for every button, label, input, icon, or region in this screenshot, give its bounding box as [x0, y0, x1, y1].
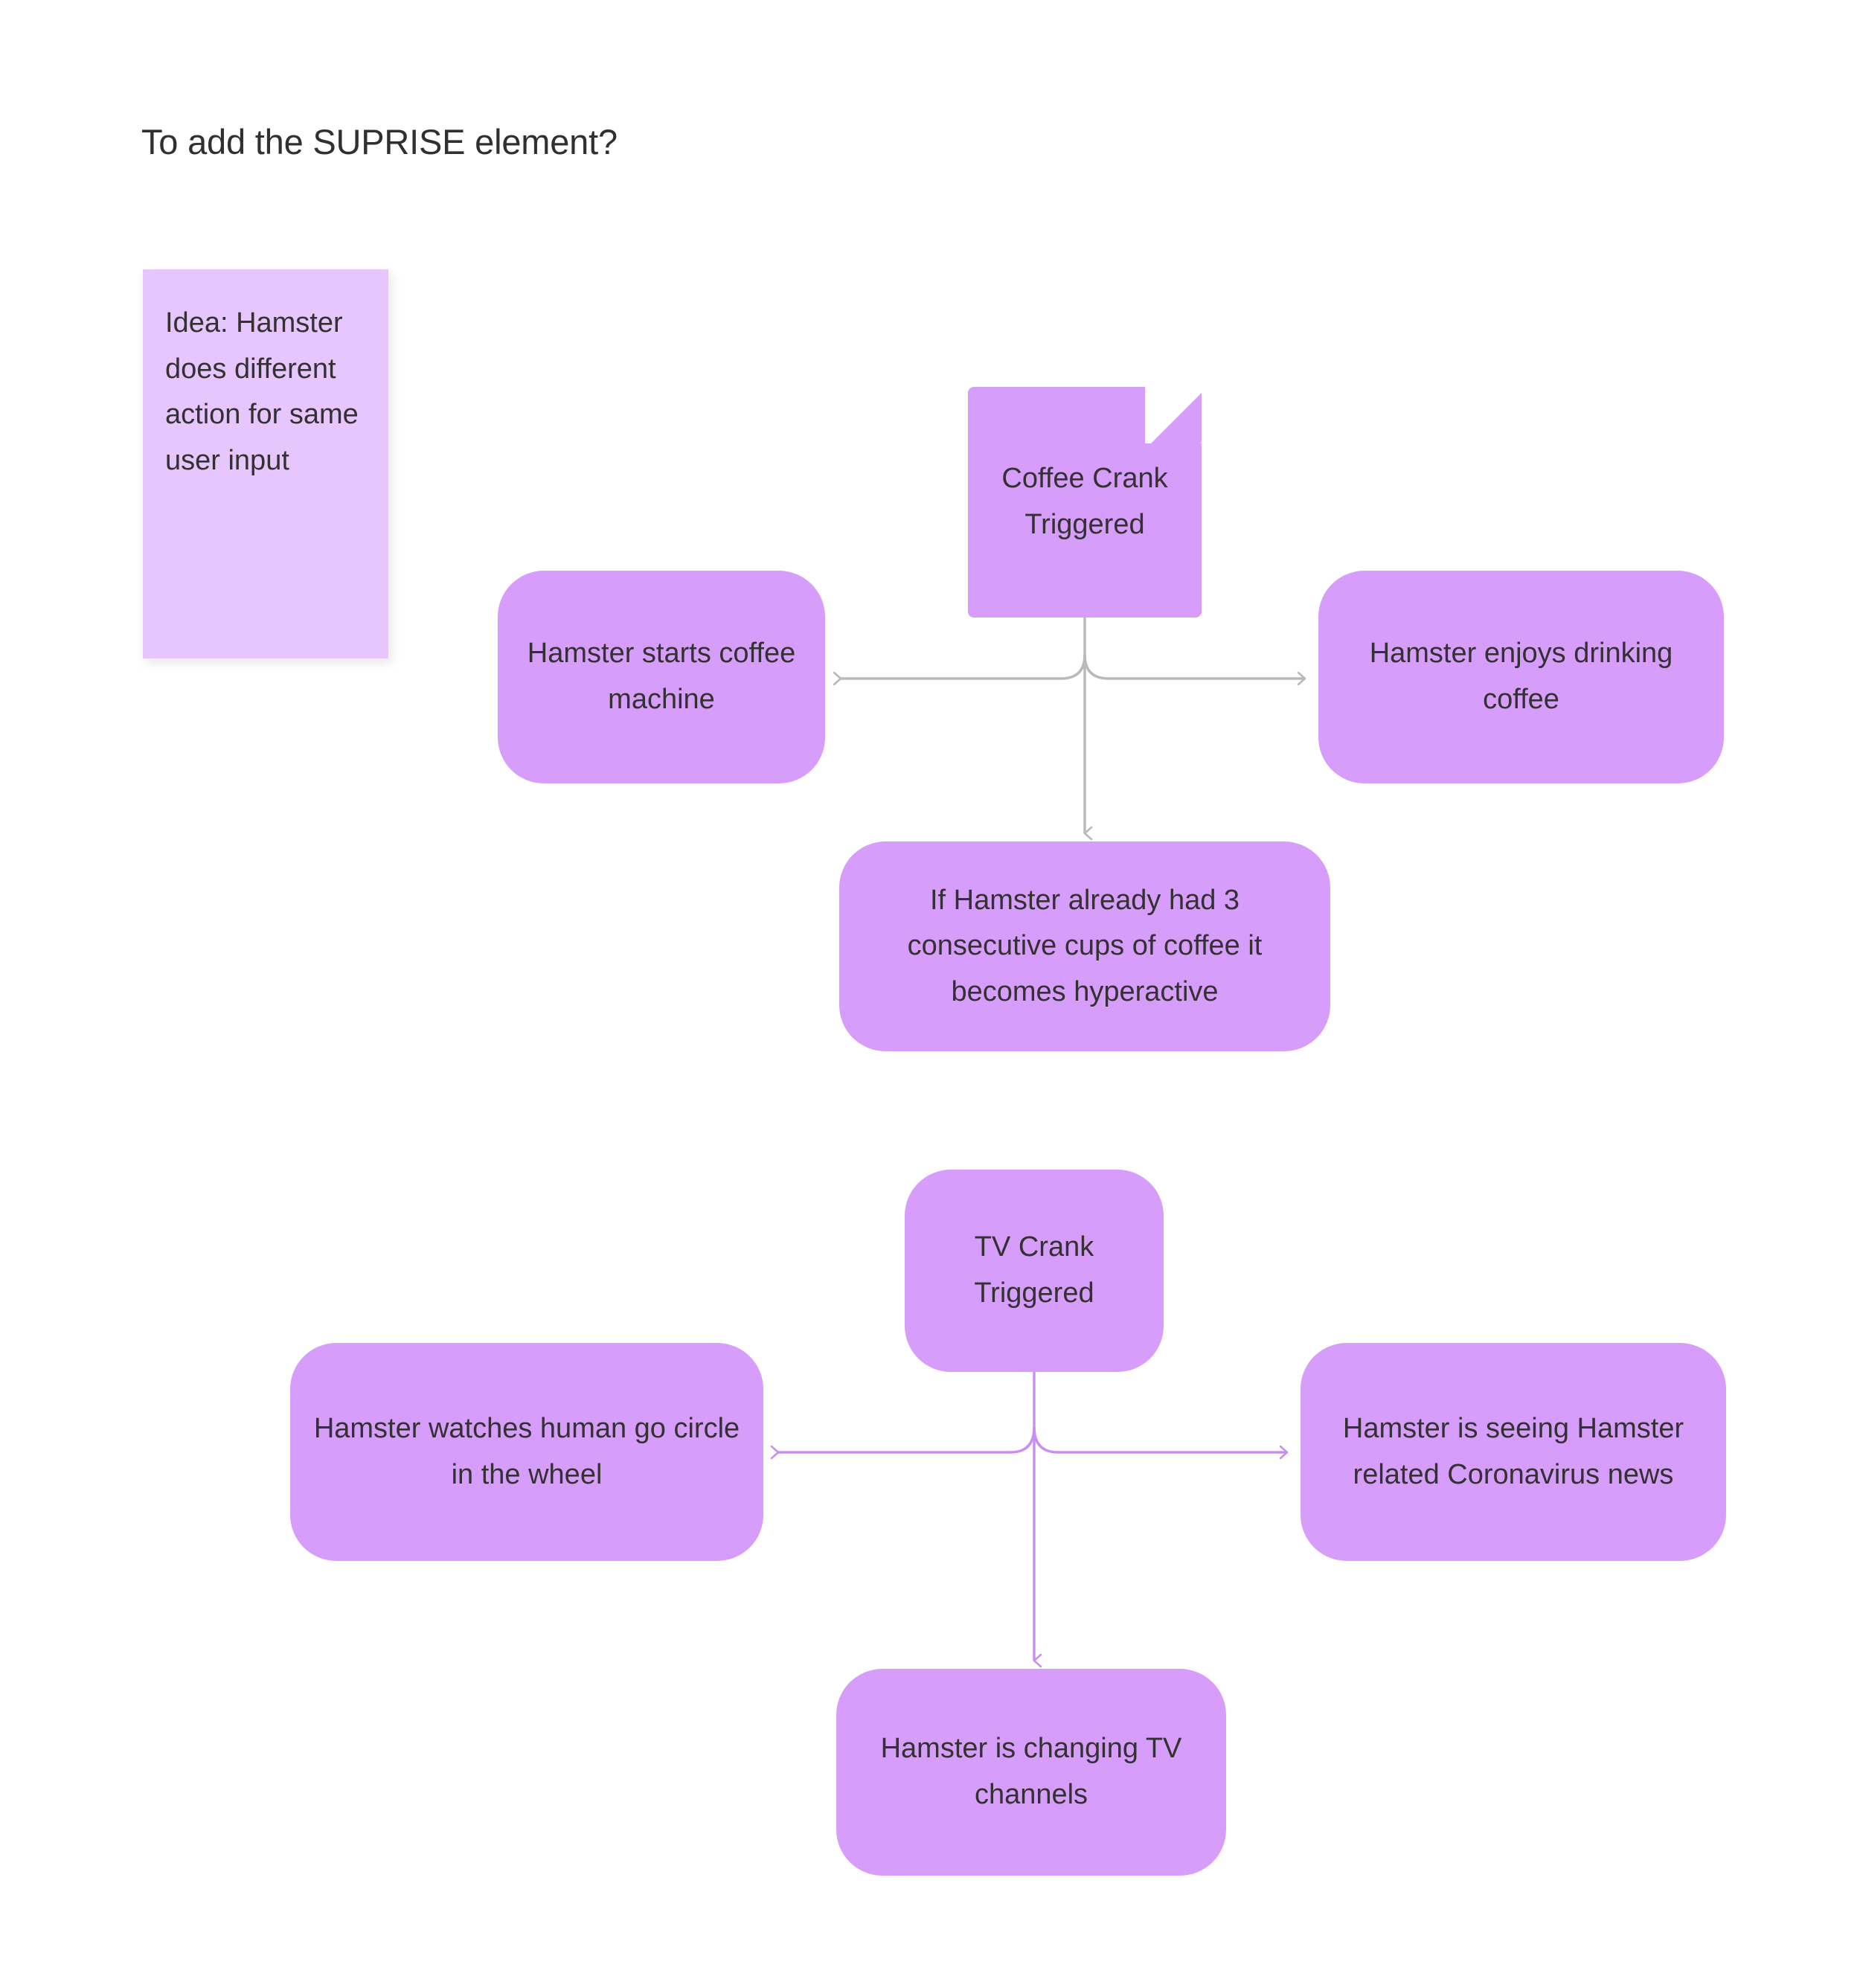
node-coffee-crank-triggered-label: Coffee Crank Triggered	[1001, 463, 1168, 540]
node-hamster-starts-coffee-machine-label: Hamster starts coffee machine	[527, 638, 796, 715]
node-hamster-watches-human[interactable]: Hamster watches human go circle in the w…	[290, 1343, 763, 1561]
node-hamster-seeing-coronavirus-news[interactable]: Hamster is seeing Hamster related Corona…	[1301, 1343, 1726, 1561]
idea-sticky-note[interactable]: Idea: Hamster does different action for …	[143, 269, 388, 658]
connector-coffee-to-hamster-starts	[841, 654, 1086, 679]
node-coffee-crank-triggered[interactable]: Coffee Crank Triggered	[968, 385, 1203, 618]
node-hamster-enjoys-drinking-coffee[interactable]: Hamster enjoys drinking coffee	[1318, 571, 1724, 783]
document-fold-triangle-icon	[1149, 393, 1202, 445]
idea-sticky-note-text: Idea: Hamster does different action for …	[165, 307, 359, 476]
node-hamster-hyperactive-label: If Hamster already had 3 consecutive cup…	[907, 884, 1263, 1007]
node-hamster-hyperactive[interactable]: If Hamster already had 3 consecutive cup…	[839, 841, 1330, 1051]
connector-coffee-to-hamster-enjoys	[1083, 654, 1305, 679]
node-hamster-changing-tv-channels[interactable]: Hamster is changing TV channels	[836, 1669, 1226, 1876]
connector-tv-to-watches-human	[778, 1426, 1036, 1452]
node-hamster-watches-human-label: Hamster watches human go circle in the w…	[313, 1412, 740, 1490]
connector-tv-to-seeing-news	[1033, 1426, 1287, 1452]
node-tv-crank-triggered[interactable]: TV Crank Triggered	[905, 1170, 1164, 1372]
page-title: To add the SUPRISE element?	[141, 122, 618, 161]
node-tv-crank-triggered-label: TV Crank Triggered	[974, 1231, 1094, 1309]
node-hamster-starts-coffee-machine[interactable]: Hamster starts coffee machine	[498, 571, 825, 783]
node-hamster-enjoys-drinking-coffee-label: Hamster enjoys drinking coffee	[1369, 638, 1673, 715]
node-hamster-seeing-coronavirus-news-label: Hamster is seeing Hamster related Corona…	[1342, 1412, 1684, 1490]
node-hamster-changing-tv-channels-label: Hamster is changing TV channels	[880, 1733, 1182, 1810]
